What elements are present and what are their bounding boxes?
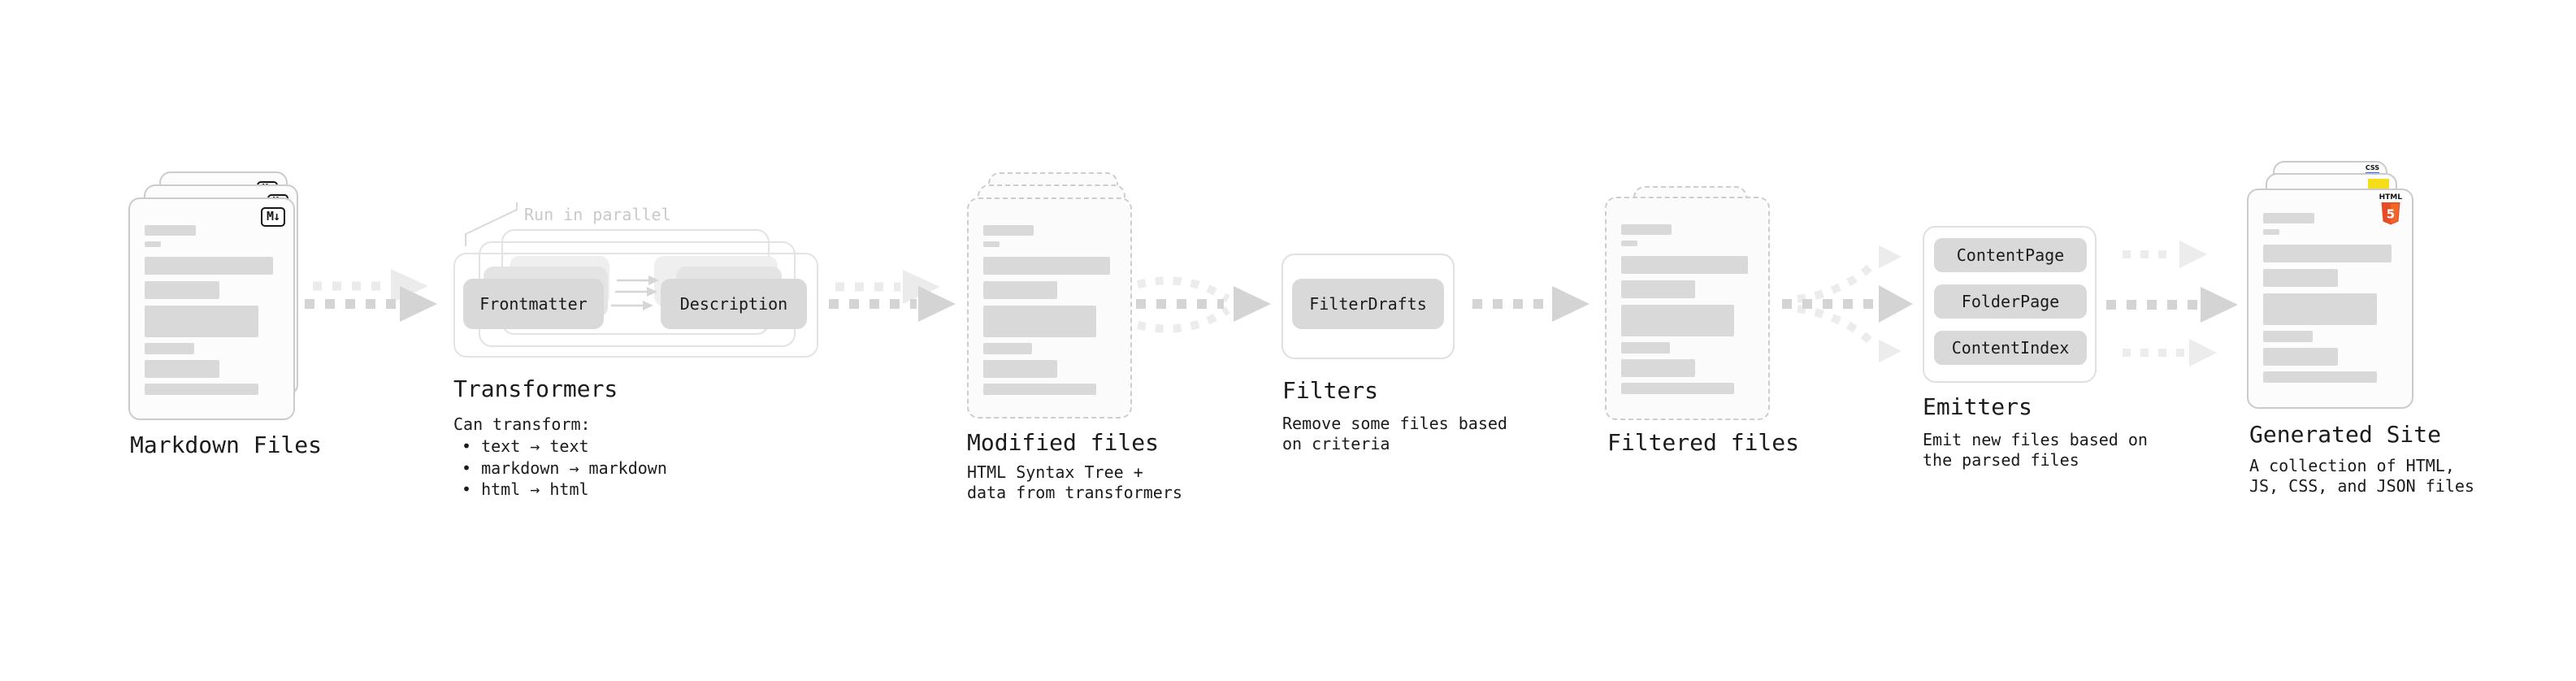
generated-doc-html: HTML 5 — [2247, 189, 2413, 409]
doc-line-bar — [2263, 245, 2392, 262]
doc-line-bar — [2263, 293, 2378, 325]
filters-caption: Remove some files based on criteria — [1282, 414, 1507, 454]
doc-line-bar — [145, 281, 220, 299]
arrow-filtered-to-emitters — [1782, 245, 1913, 362]
arrow-transformers-to-modified — [829, 270, 956, 322]
caption-line: on criteria — [1282, 434, 1390, 453]
markdown-icon: M↓ — [260, 207, 285, 227]
caption-line: HTML Syntax Tree + — [967, 462, 1143, 482]
doc-line-bar — [983, 360, 1058, 378]
doc-line-bar — [145, 225, 196, 236]
transformers-bullet: • markdown → markdown — [462, 458, 667, 478]
doc-line-bar — [145, 384, 259, 395]
doc-line-bar — [145, 257, 274, 275]
modified-doc-front — [967, 197, 1132, 419]
emitters-caption: Emit new files based on the parsed files — [1923, 430, 2148, 471]
doc-line-bar — [145, 360, 220, 378]
modified-files-caption: HTML Syntax Tree + data from transformer… — [967, 462, 1182, 503]
doc-line-bar — [145, 343, 195, 354]
doc-line-bar — [983, 241, 1000, 247]
doc-line-bar — [983, 343, 1033, 354]
doc-line-bar — [145, 306, 259, 337]
doc-line-bar — [1621, 224, 1672, 235]
emitter-box-folderpage: FolderPage — [1934, 284, 2087, 319]
doc-line-bar — [1621, 305, 1734, 336]
doc-line-bar — [983, 257, 1111, 275]
doc-content-lines — [983, 225, 1116, 395]
arrow-filters-to-filtered — [1472, 286, 1589, 322]
doc-line-bar — [983, 306, 1096, 337]
doc-line-bar — [1621, 359, 1696, 377]
js-icon — [2368, 179, 2389, 190]
doc-line-bar — [2263, 269, 2339, 287]
css-icon-label: CSS — [2365, 164, 2379, 171]
caption-line: JS, CSS, and JSON files — [2249, 476, 2474, 496]
doc-line-bar — [1621, 241, 1637, 246]
run-in-parallel-annotation: Run in parallel — [524, 205, 671, 224]
svg-text:5: 5 — [2387, 207, 2395, 222]
doc-line-bar — [983, 225, 1034, 236]
stage-label-modified-files: Modified files — [967, 429, 1160, 456]
markdown-doc-front: M↓ — [128, 197, 295, 420]
stage-label-filtered-files: Filtered files — [1607, 429, 1800, 456]
doc-line-bar — [2263, 331, 2314, 342]
filter-box-filterdrafts: FilterDrafts — [1292, 279, 1444, 329]
arrows-emitters-to-generated — [2106, 241, 2238, 367]
stage-label-transformers: Transformers — [453, 375, 618, 402]
html5-icon-label: HTML — [2379, 193, 2402, 202]
arrow-modified-to-filters — [1136, 276, 1271, 333]
stage-label-filters: Filters — [1282, 377, 1379, 404]
doc-content-lines — [2263, 213, 2397, 383]
transformers-bullet: • html → html — [462, 479, 589, 499]
stage-label-generated-site: Generated Site — [2249, 421, 2442, 448]
caption-line: A collection of HTML, — [2249, 456, 2455, 475]
doc-content-lines — [145, 225, 279, 395]
html5-shield: 5 — [2381, 202, 2400, 225]
doc-line-bar — [1621, 383, 1734, 394]
doc-line-bar — [2263, 213, 2314, 223]
doc-line-bar — [983, 281, 1058, 299]
caption-line: Remove some files based — [1282, 414, 1507, 433]
transformers-intro: Can transform: — [453, 414, 591, 434]
doc-line-bar — [2263, 229, 2279, 235]
transformer-frame-front — [453, 253, 818, 358]
transformer-box-description: Description — [661, 279, 807, 329]
filtered-doc-front — [1605, 197, 1770, 420]
generated-site-caption: A collection of HTML, JS, CSS, and JSON … — [2249, 456, 2474, 497]
emitter-box-contentpage: ContentPage — [1934, 238, 2087, 272]
caption-line: data from transformers — [967, 483, 1182, 502]
doc-line-bar — [983, 384, 1096, 395]
stage-label-emitters: Emitters — [1923, 393, 2032, 420]
html5-icon: HTML 5 — [2379, 194, 2402, 228]
doc-line-bar — [145, 241, 161, 247]
doc-content-lines — [1621, 224, 1754, 394]
doc-line-bar — [2263, 371, 2378, 383]
caption-line: Emit new files based on — [1923, 430, 2148, 449]
doc-line-bar — [1621, 342, 1671, 354]
emitter-box-contentindex: ContentIndex — [1934, 331, 2087, 365]
stage-label-markdown-files: Markdown Files — [130, 432, 323, 458]
doc-line-bar — [1621, 280, 1696, 298]
transformers-bullet: • text → text — [462, 436, 589, 456]
transformer-box-frontmatter: Frontmatter — [463, 279, 604, 329]
caption-line: the parsed files — [1923, 450, 2079, 470]
arrow-markdown-to-transformers — [305, 269, 437, 322]
doc-line-bar — [2263, 348, 2339, 366]
doc-line-bar — [1621, 256, 1749, 274]
